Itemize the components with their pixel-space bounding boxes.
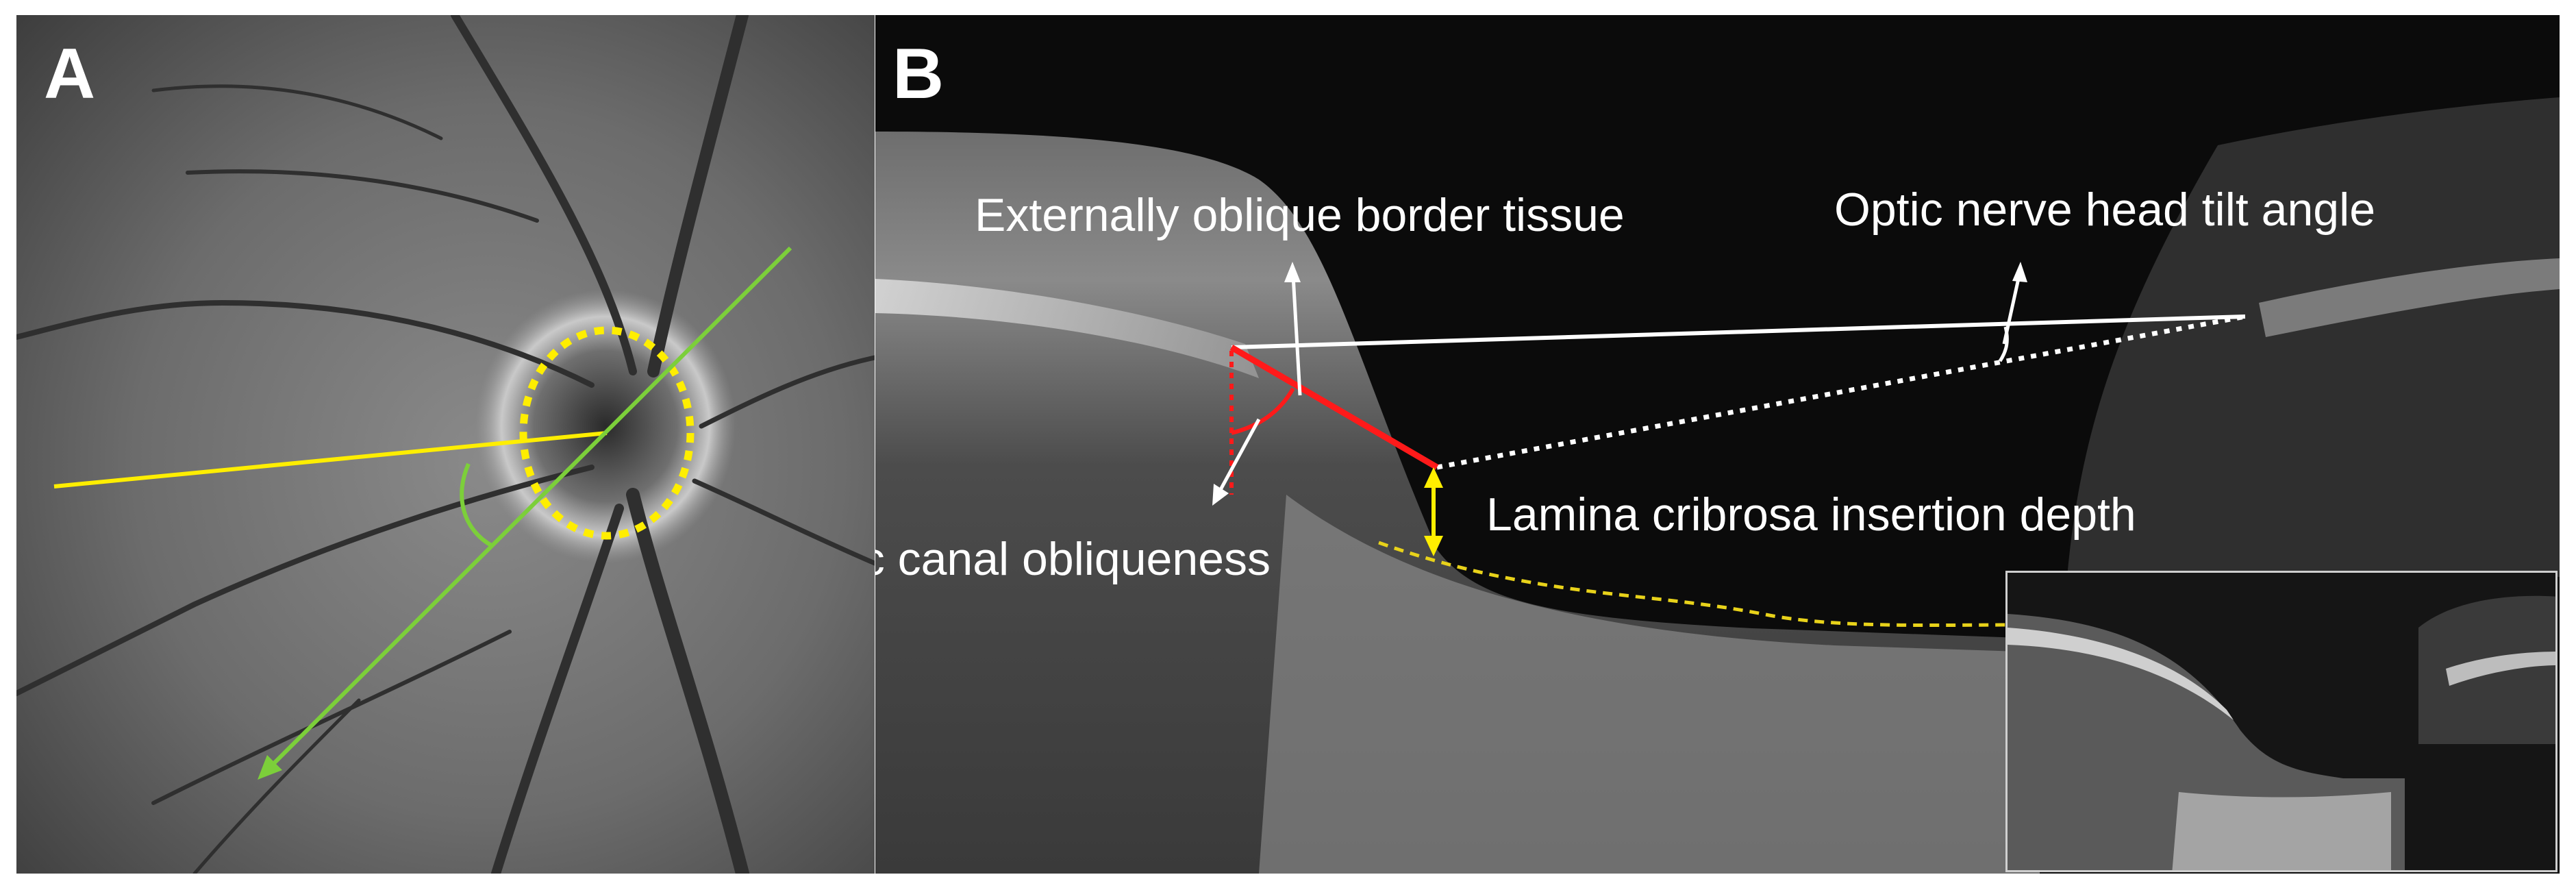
- fundus-image: [16, 15, 875, 874]
- disc-outline: [519, 326, 695, 540]
- right-retina-tissue: [2067, 97, 2560, 577]
- fundus-image-panel: A: [16, 15, 875, 874]
- panel-letter-b: B: [892, 34, 945, 114]
- oct-scan-panel: B Externally oblique border tissue Optic…: [875, 15, 2560, 874]
- arrow-head-icon: [1424, 467, 1443, 488]
- right-rpe-layer: [2259, 258, 2560, 337]
- angle-marker: [460, 462, 494, 548]
- oct-inset-image: [2005, 571, 2558, 872]
- arrow-head-icon: [1212, 484, 1229, 506]
- tilt-dotted-line: [1436, 314, 2246, 470]
- label-border-tissue: Externally oblique border tissue: [975, 189, 1625, 241]
- canal-angle-arc: [1231, 387, 1295, 435]
- border-tissue-line: [1229, 345, 1439, 470]
- label-lamina-depth: Lamina cribrosa insertion depth: [1486, 489, 2136, 541]
- disc-axis-line: [261, 246, 792, 776]
- tilt-label-arrow: [2002, 275, 2021, 345]
- lamina-cribrosa-trace: [1378, 541, 2013, 628]
- oct-inset-scan: [2008, 573, 2555, 870]
- inset-rpe-layer: [2008, 628, 2234, 720]
- tilt-reference-line: [1231, 314, 2246, 349]
- label-canal-obliqueness: Optic canal obliqueness: [875, 533, 1271, 585]
- panel-letter-a: A: [44, 34, 96, 114]
- arrow-head-icon: [2012, 262, 2027, 282]
- retinal-vessels: [16, 15, 875, 874]
- arrow-head-icon: [1424, 536, 1443, 556]
- oct-scan-image: [875, 97, 2560, 874]
- canal-obliqueness-arrow: [1216, 418, 1261, 496]
- deep-tissue: [1259, 495, 2040, 874]
- inset-right-rpe: [2446, 652, 2555, 686]
- arrow-head-icon: [258, 755, 282, 780]
- border-tissue-arrow: [1291, 275, 1302, 396]
- label-tilt-angle: Optic nerve head tilt angle: [1834, 184, 2376, 236]
- horizontal-reference-line: [53, 431, 608, 489]
- arrow-head-icon: [1284, 262, 1301, 282]
- inset-deep-tissue: [2172, 792, 2391, 870]
- rpe-layer: [875, 279, 1259, 378]
